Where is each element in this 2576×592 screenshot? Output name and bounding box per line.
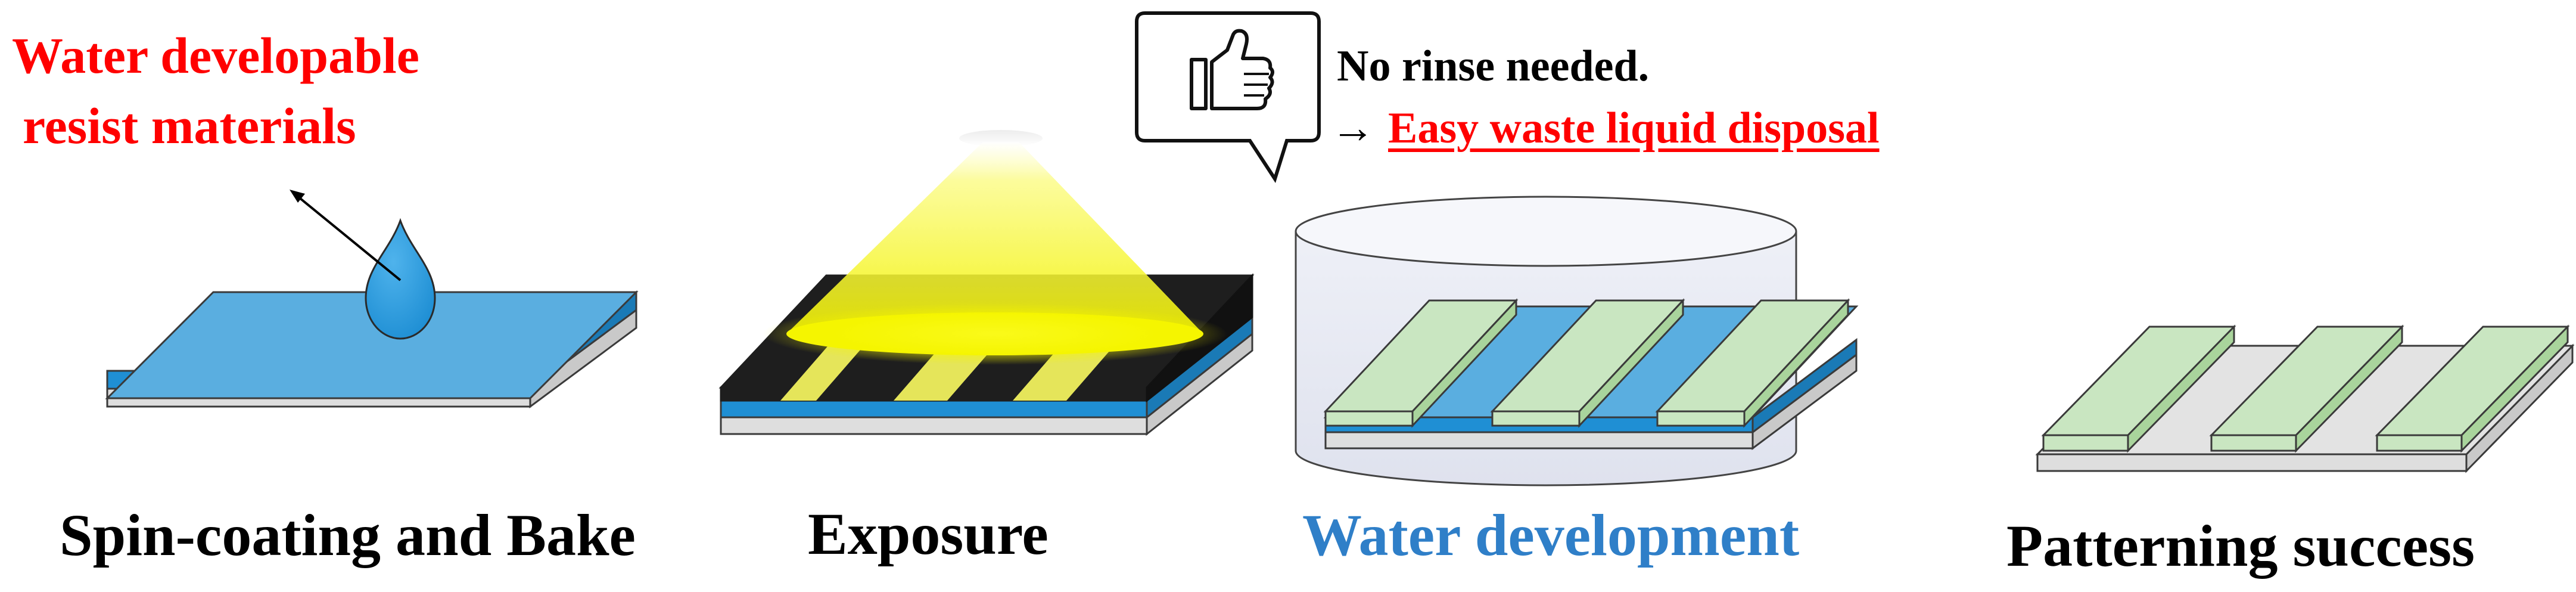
step2-resist-front	[720, 399, 1148, 419]
step1-substrate	[105, 290, 639, 408]
resist-label-line2: resist materials	[23, 97, 356, 154]
step4-substrate-front	[2036, 453, 2468, 472]
droplet-pointer-arrow	[295, 194, 402, 281]
step3-substrate	[1323, 298, 1859, 450]
resist-label-line1: Water developable	[12, 27, 419, 84]
step4-substrate	[2035, 324, 2575, 473]
step2-substrate-front	[720, 416, 1148, 435]
step4-green-line	[2375, 324, 2570, 453]
easy-waste-text: Easy waste liquid disposal	[1388, 104, 1880, 153]
step3-resist-side	[1751, 338, 1858, 434]
step4-green-line	[2041, 324, 2236, 453]
arrow-glyph: →	[1331, 104, 1375, 153]
thumbs-up-speech-bubble-icon	[1135, 11, 1321, 183]
step4-green-line	[2209, 324, 2404, 453]
step2-exposed-stripe	[780, 346, 864, 401]
step2-caption: Exposure	[808, 501, 1049, 567]
step1-resist-top	[105, 291, 639, 399]
droplet-pointer-arrowhead	[290, 190, 305, 203]
step3-green-line	[1655, 298, 1850, 428]
light-source	[959, 130, 1043, 147]
light-spot-glow	[763, 303, 1227, 365]
step1-caption: Spin-coating and Bake	[60, 502, 636, 568]
step4-caption: Patterning success	[2006, 513, 2475, 579]
no-rinse-text: No rinse needed.	[1337, 42, 1650, 91]
step3-green-line	[1323, 298, 1519, 428]
water-bath-rim	[1295, 196, 1797, 267]
step3-caption: Water development	[1302, 502, 1800, 568]
step3-green-line	[1490, 298, 1685, 428]
step3-substrate-front	[1324, 431, 1754, 450]
thumbs-up-icon	[1190, 29, 1274, 110]
light-cone	[786, 142, 1203, 334]
